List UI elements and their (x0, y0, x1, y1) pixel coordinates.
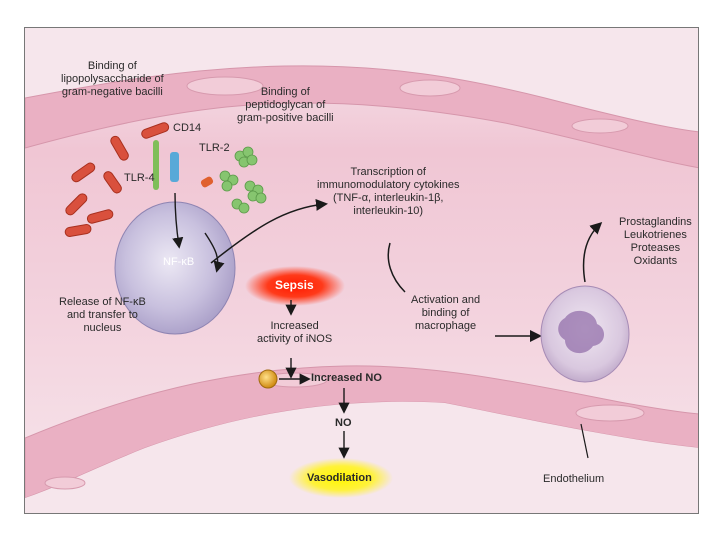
tlr4-receptor (153, 140, 159, 190)
gram-negative-bacilli (64, 122, 170, 237)
endothelial-nucleus (571, 118, 629, 134)
lower-lumen (25, 401, 698, 513)
upper-lumen (25, 28, 698, 132)
vasodilation-label: Vasodilation (307, 472, 372, 484)
sepsis-pathway-illustration (25, 28, 698, 513)
sepsis-label: Sepsis (275, 278, 314, 292)
macrophage-nucleus (558, 310, 605, 354)
tlr2-receptor (200, 176, 214, 188)
sepsis-highlight (245, 266, 345, 306)
signal-arrow (204, 232, 225, 273)
no-label: NO (335, 417, 352, 429)
endothelium-label: Endothelium (543, 473, 605, 485)
arrow-to-activation (387, 242, 406, 293)
vasodilation-highlight (289, 458, 393, 498)
endothelial-nucleus (399, 79, 461, 97)
endothelial-nucleus (186, 76, 264, 96)
increased-no-label: Increased NO (311, 372, 382, 384)
arrow-to-transcription (210, 198, 328, 264)
inos-enzyme (258, 369, 278, 389)
tlr4-label: TLR-4 (124, 172, 155, 184)
tlr2-label: TLR-2 (199, 142, 230, 154)
cd14-receptor (170, 152, 179, 182)
cd14-label: CD14 (173, 122, 202, 134)
endothelium-pointer (580, 423, 589, 459)
signal-arrow (172, 192, 184, 249)
nfkb-label: NF-κB (163, 256, 195, 268)
arrow-to-mediators (582, 221, 603, 283)
gram-positive-cocci (219, 146, 267, 214)
endothelial-nucleus (44, 476, 86, 490)
endothelial-nucleus (575, 404, 645, 422)
